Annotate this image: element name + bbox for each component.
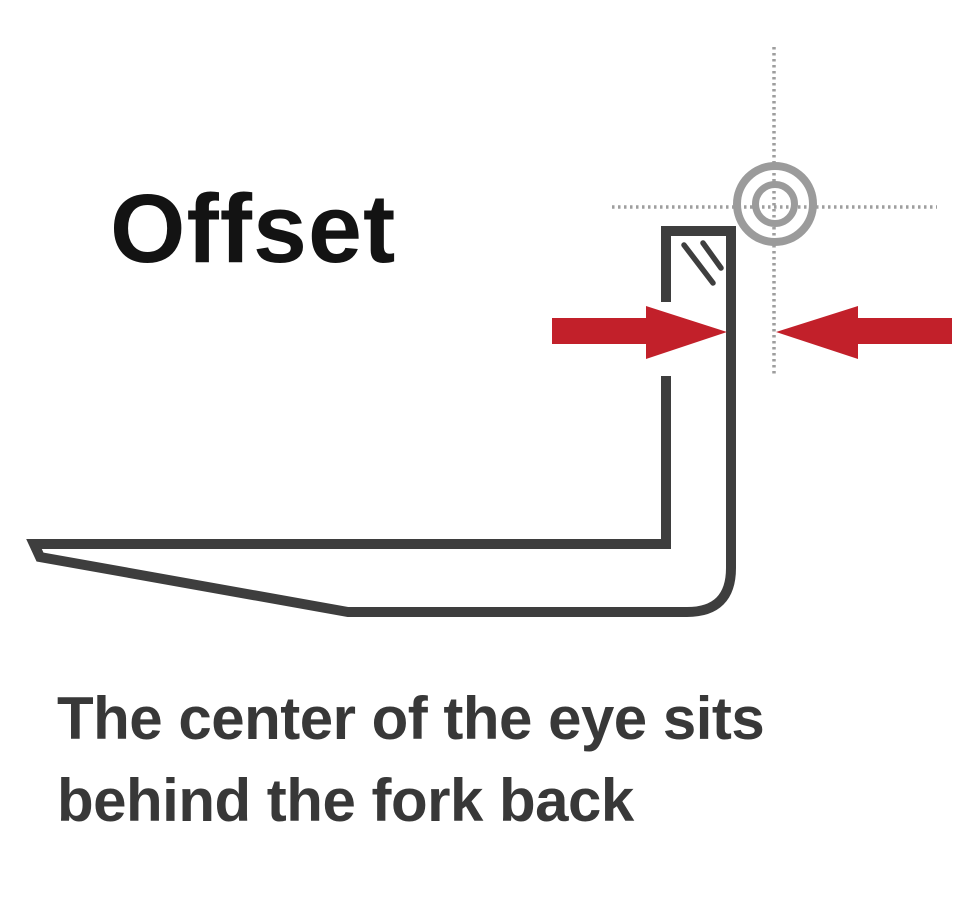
diagram-title: Offset — [110, 174, 397, 283]
diagram-caption: The center of the eye sits behind the fo… — [57, 678, 765, 842]
caption-line-1: The center of the eye sits — [57, 685, 765, 752]
eye-inner-ring-icon — [752, 181, 798, 227]
fork-shine-marks — [681, 240, 724, 286]
offset-arrow-left-icon — [776, 306, 952, 359]
offset-arrow-right-icon — [552, 306, 727, 359]
eye-outer-ring-icon — [733, 162, 817, 246]
caption-line-2: behind the fork back — [57, 767, 634, 834]
fork-outline — [26, 226, 736, 617]
